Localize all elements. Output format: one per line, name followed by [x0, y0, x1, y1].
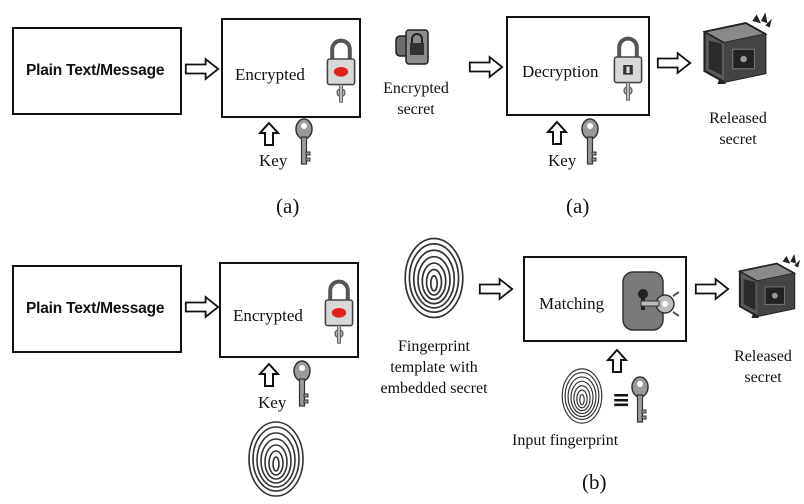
up-arrow-icon — [546, 120, 568, 146]
input-fingerprint-icon — [560, 366, 604, 426]
key-icon — [630, 376, 650, 424]
padlock-locked-icon — [325, 32, 357, 110]
arrow-icon — [468, 54, 504, 80]
padlock-locked-icon — [323, 274, 355, 350]
plaintext-box-a: Plain Text/Message — [12, 27, 182, 115]
panel-label-b: (b) — [582, 470, 607, 494]
key-label-a2: Key — [548, 151, 577, 170]
input-fingerprint-label: Input fingerprint — [512, 432, 619, 449]
plaintext-box-b: Plain Text/Message — [12, 265, 182, 353]
arrow-icon — [694, 276, 730, 302]
encrypted-secret-icon — [395, 29, 429, 65]
padlock-open-icon — [612, 30, 644, 108]
encrypted-secret-label: Encrypted secret — [383, 80, 449, 118]
key-icon — [294, 118, 314, 166]
up-arrow-icon — [258, 121, 280, 147]
matching-box: Matching — [523, 256, 687, 342]
key-icon — [292, 360, 312, 408]
key-label-b: Key — [258, 393, 287, 412]
arrow-icon — [184, 56, 220, 82]
encrypted-label-a: Encrypted — [235, 65, 305, 84]
matching-label: Matching — [539, 294, 605, 313]
encrypted-box-b: Encrypted — [219, 262, 359, 358]
panel-label-a1: (a) — [276, 194, 300, 218]
panel-label-a2: (a) — [566, 194, 590, 218]
safe-open-icon — [698, 8, 774, 84]
encrypted-label-b: Encrypted — [233, 306, 303, 325]
decryption-label: Decryption — [522, 62, 599, 81]
up-arrow-icon — [258, 362, 280, 388]
equivalence-icon: ≡ — [612, 388, 631, 413]
arrow-icon — [184, 294, 220, 320]
key-label-a: Key — [259, 151, 288, 170]
key-icon — [580, 118, 600, 166]
up-arrow-icon — [606, 348, 628, 374]
plaintext-label-b: Plain Text/Message — [26, 300, 165, 317]
safe-open-icon — [734, 246, 802, 322]
fingerprint-icon — [246, 418, 306, 500]
plaintext-label-a: Plain Text/Message — [26, 62, 165, 79]
arrow-icon — [656, 50, 692, 76]
decryption-box: Decryption — [506, 16, 650, 116]
encrypted-box-a: Encrypted — [221, 18, 361, 118]
released-secret-label-b: Released secret — [734, 348, 792, 386]
fingerprint-template-icon — [402, 232, 466, 324]
fingerprint-template-label: Fingerprint template with embedded secre… — [380, 338, 488, 397]
lock-and-key-icon — [622, 271, 680, 331]
released-secret-label-a: Released secret — [709, 110, 767, 148]
arrow-icon — [478, 276, 514, 302]
